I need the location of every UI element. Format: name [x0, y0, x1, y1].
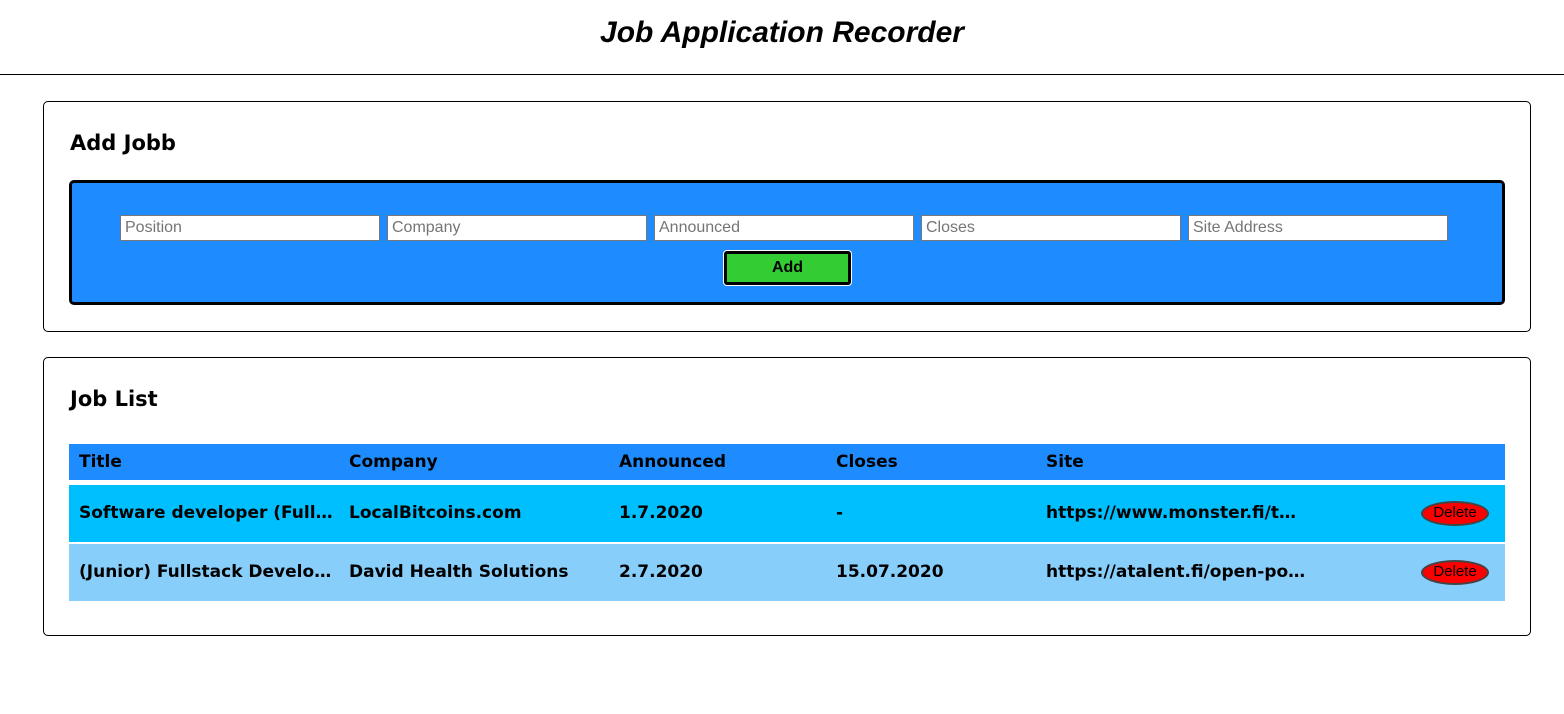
job-list-card: Job List Title Company Announced Closes …: [43, 357, 1531, 636]
cell-company: LocalBitcoins.com: [339, 482, 609, 544]
cell-title: Software developer (Fullstack): [69, 482, 339, 544]
cell-site: https://www.monster.fi/tyopaikat: [1036, 482, 1306, 544]
column-header-title: Title: [69, 444, 339, 485]
column-header-announced: Announced: [609, 444, 826, 485]
site-address-input[interactable]: [1188, 215, 1448, 241]
company-input[interactable]: [387, 215, 647, 241]
cell-title: (Junior) Fullstack Developer: [69, 542, 339, 601]
cell-site: https://atalent.fi/open-positions: [1036, 542, 1306, 601]
add-job-form: Add: [69, 180, 1505, 305]
job-table: Title Company Announced Closes Site Soft…: [69, 444, 1505, 601]
column-header-site: Site: [1036, 444, 1306, 485]
announced-input[interactable]: [654, 215, 914, 241]
cell-closes: 15.07.2020: [826, 542, 1036, 601]
table-row: (Junior) Fullstack Developer David Healt…: [69, 542, 1505, 601]
cell-company: David Health Solutions: [339, 542, 609, 601]
delete-button[interactable]: Delete: [1421, 559, 1489, 585]
table-row: Software developer (Fullstack) LocalBitc…: [69, 482, 1505, 544]
table-header-row: Title Company Announced Closes Site: [69, 444, 1505, 485]
closes-input[interactable]: [921, 215, 1181, 241]
cell-announced: 2.7.2020: [609, 542, 826, 601]
app-header: Job Application Recorder: [0, 0, 1564, 75]
column-header-company: Company: [339, 444, 609, 485]
job-list-heading: Job List: [70, 387, 158, 411]
cell-action: Delete: [1306, 482, 1505, 544]
delete-button[interactable]: Delete: [1421, 500, 1489, 526]
column-header-closes: Closes: [826, 444, 1036, 485]
add-job-card: Add Jobb Add: [43, 101, 1531, 332]
cell-closes: -: [826, 482, 1036, 544]
column-header-action: [1306, 444, 1505, 485]
cell-action: Delete: [1306, 542, 1505, 601]
add-job-heading: Add Jobb: [70, 131, 176, 155]
position-input[interactable]: [120, 215, 380, 241]
page-title: Job Application Recorder: [600, 16, 964, 49]
cell-announced: 1.7.2020: [609, 482, 826, 544]
form-input-row: [120, 215, 1448, 241]
add-button[interactable]: Add: [724, 251, 851, 285]
